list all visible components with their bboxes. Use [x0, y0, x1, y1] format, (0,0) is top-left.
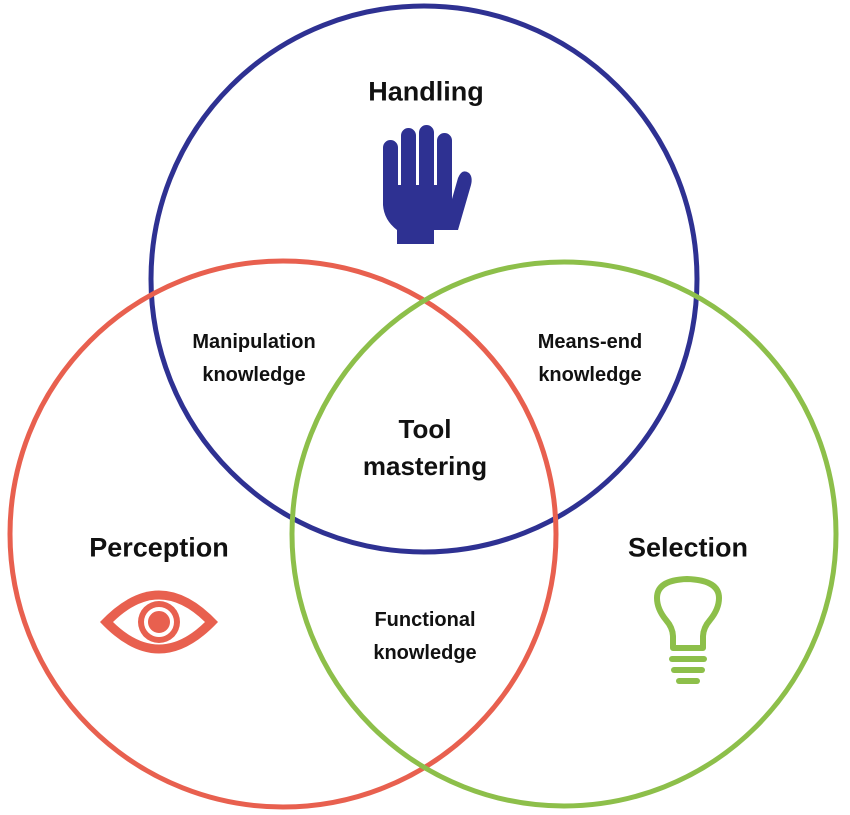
- perception-label: Perception: [89, 532, 229, 563]
- functional-knowledge-label: Functional knowledge: [373, 609, 477, 664]
- selection-circle: [289, 259, 839, 809]
- hand-icon: [383, 125, 472, 244]
- tool-mastering-label: Tool mastering: [362, 414, 488, 481]
- selection-label: Selection: [627, 532, 749, 563]
- manipulation-knowledge-label: Manipulation knowledge: [192, 331, 316, 386]
- perception-circle: [7, 258, 559, 810]
- handling-circle: [148, 3, 700, 555]
- means-end-knowledge-label: Means-end knowledge: [537, 331, 643, 386]
- handling-label: Handling: [368, 76, 484, 107]
- lightbulb-icon: [654, 576, 722, 684]
- eye-icon: [100, 590, 218, 654]
